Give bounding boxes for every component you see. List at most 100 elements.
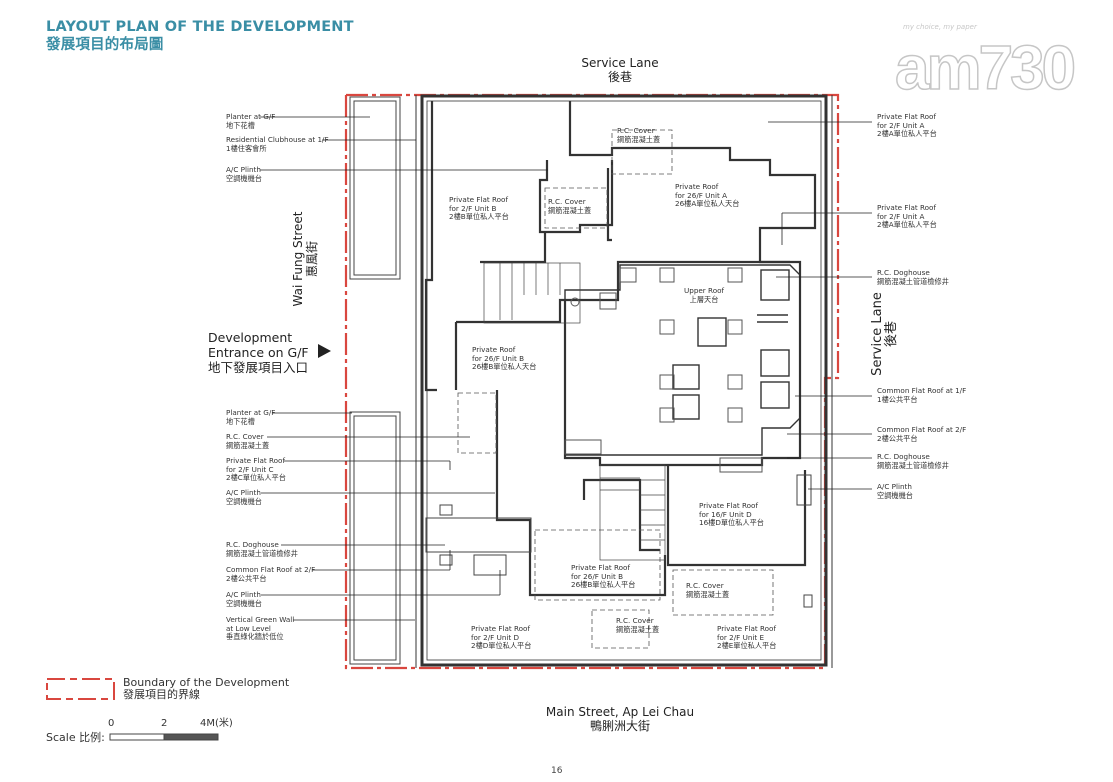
label-en: for 16/F Unit D — [699, 509, 752, 519]
label-en: A/C Plinth — [226, 590, 261, 599]
page-title: LAYOUT PLAN OF THE DEVELOPMENT 發展項目的布局圖 — [46, 18, 354, 54]
label-zh: 26樓A單位私人天台 — [675, 199, 740, 209]
label-en: R.C. Doghouse — [877, 268, 930, 277]
entrance-line2: Entrance on G/F — [208, 345, 309, 360]
label-en: Common Flat Roof at 1/F — [877, 386, 967, 395]
label-zh: 26樓B單位私人天台 — [472, 362, 537, 372]
scale-bar — [109, 733, 219, 741]
street-right-zh: 後巷 — [884, 321, 899, 348]
label-zh: 空調機機台 — [226, 173, 262, 183]
entrance-zh: 地下發展項目入口 — [208, 360, 309, 375]
label-en: for 2/F Unit C — [226, 464, 274, 474]
label-en: A/C Plinth — [877, 482, 912, 491]
label-en: R.C. Cover — [686, 581, 724, 590]
label-en: R.C. Doghouse — [877, 452, 930, 461]
label-zh: 鋼筋混凝土蓋 — [686, 589, 730, 599]
label-en: for 26/F Unit B — [472, 353, 525, 363]
label-en: Planter at G/F — [226, 408, 276, 417]
label-zh: 2樓D單位私人平台 — [471, 641, 532, 651]
label-zh: 2樓公共平台 — [226, 573, 267, 583]
label-en: Common Flat Roof at 2/F — [877, 425, 967, 434]
label-zh: 地下花槽 — [226, 416, 255, 426]
label-en: Private Roof — [472, 345, 516, 354]
street-label-left: Wai Fung Street 惠風街 — [291, 204, 319, 314]
label-en: Private Flat Roof — [877, 203, 936, 212]
label-en: Private Flat Roof — [571, 563, 630, 572]
label-en: for 2/F Unit E — [717, 632, 765, 642]
label-en: for 26/F Unit A — [675, 190, 727, 200]
boundary-legend-symbol — [46, 678, 115, 700]
street-label-bottom: Main Street, Ap Lei Chau 鴨脷洲大街 — [530, 705, 710, 733]
scale-tick-4m: 4M(米) — [200, 718, 233, 729]
street-left-en: Wai Fung Street — [291, 211, 305, 307]
label-en: R.C. Doghouse — [226, 540, 279, 549]
label-en: for 2/F Unit B — [449, 203, 497, 213]
street-right-en: Service Lane — [870, 292, 885, 376]
label-zh: 空調機機台 — [226, 598, 262, 608]
label-zh: 垂直綠化牆於低位 — [226, 632, 284, 642]
label-en: Residential Clubhouse at 1/F — [226, 135, 329, 144]
label-en: R.C. Cover — [616, 616, 654, 625]
label-en: for 2/F Unit A — [877, 120, 925, 130]
label-zh: 鋼筋混凝土管道檢修井 — [877, 460, 949, 470]
label-en: Private Flat Roof — [717, 624, 776, 633]
logo-tagline: my choice, my paper — [903, 23, 977, 31]
label-en: Upper Roof — [684, 286, 725, 295]
legend-en: Boundary of the Development — [123, 676, 290, 689]
logo-text: am730 — [894, 33, 1077, 104]
label-en: for 2/F Unit D — [471, 632, 520, 642]
label-zh: 2樓A單位私人平台 — [877, 129, 937, 139]
label-en: Vertical Green Wall — [226, 615, 295, 624]
street-top-en: Service Lane — [581, 56, 659, 70]
boundary-legend-label: Boundary of the Development 發展項目的界線 — [123, 677, 289, 701]
label-en: at Low Level — [226, 623, 271, 633]
label-en: R.C. Cover — [548, 197, 586, 206]
leader-lines — [260, 116, 872, 621]
street-label-top: Service Lane 後巷 — [570, 56, 670, 84]
street-top-zh: 後巷 — [607, 70, 632, 84]
label-en: Common Flat Roof at 2/F — [226, 565, 316, 574]
label-zh: 鋼筋混凝土蓋 — [226, 440, 270, 450]
legend-zh: 發展項目的界線 — [123, 688, 200, 701]
staircases — [483, 262, 666, 561]
label-zh: 鋼筋混凝土蓋 — [616, 624, 660, 634]
label-en: A/C Plinth — [226, 488, 261, 497]
label-zh: 1樓公共平台 — [877, 394, 918, 404]
label-zh: 2樓A單位私人平台 — [877, 220, 937, 230]
label-zh: 空調機機台 — [877, 490, 913, 500]
label-zh: 2樓C單位私人平台 — [226, 473, 286, 483]
building-outline — [415, 94, 833, 668]
scale-tick-0: 0 — [108, 718, 115, 729]
label-en: Private Flat Roof — [449, 195, 508, 204]
label-zh: 鋼筋混凝土蓋 — [548, 205, 592, 215]
label-zh: 鋼筋混凝土管道檢修井 — [226, 548, 298, 558]
label-en: for 2/F Unit A — [877, 211, 925, 221]
label-zh: 2樓B單位私人平台 — [449, 212, 509, 222]
columns — [564, 267, 763, 473]
label-zh: 16樓D單位私人平台 — [699, 518, 764, 528]
